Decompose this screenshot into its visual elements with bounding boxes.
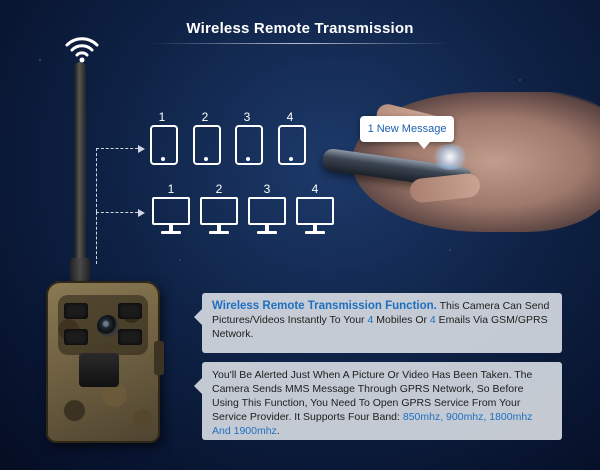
monitor-icon [296, 197, 336, 237]
feature-heading: Wireless Remote Transmission Function. [212, 300, 437, 312]
tablet-icon [150, 125, 178, 165]
camera-lens [97, 315, 119, 337]
feature-text: This Camera Can Send Pictures/Videos Ins… [212, 300, 550, 326]
ir-led-panel [64, 329, 88, 345]
screen-glow [430, 144, 470, 170]
alert-text: You'll Be Alerted Just When A Picture Or… [212, 369, 533, 423]
email-count: 4 [429, 314, 436, 326]
new-message-bubble: 1 New Message [360, 116, 454, 149]
camera-latch [154, 341, 164, 375]
connector-line [96, 148, 138, 149]
monitor-icon [248, 197, 288, 237]
pir-sensor [79, 353, 119, 387]
camera-front-panel [58, 295, 148, 355]
alert-text: . [276, 425, 280, 437]
page-title: Wireless Remote Transmission [186, 20, 414, 37]
ir-led-panel [118, 329, 142, 345]
monitor-icon [152, 197, 192, 237]
connector-line [96, 212, 97, 264]
title-underline [150, 43, 450, 44]
mobile-label: 2 [201, 110, 209, 124]
connector-line [96, 148, 97, 212]
mobile-label: 4 [286, 110, 294, 124]
mobile-label: 1 [158, 110, 166, 124]
camera-antenna [74, 62, 86, 287]
mobile-label: 3 [243, 110, 251, 124]
feature-text: Emails Via GSM/GPRS Network. [212, 314, 548, 340]
tablet-icon [278, 125, 306, 165]
ir-led-panel [118, 303, 142, 319]
computer-label: 4 [311, 182, 319, 196]
feature-text: Mobiles Or [373, 314, 430, 326]
tablet-icon [235, 125, 263, 165]
connector-line [96, 212, 138, 213]
trail-camera [46, 281, 164, 443]
computer-label: 2 [215, 182, 223, 196]
tablet-icon [193, 125, 221, 165]
mobile-count: 4 [367, 314, 374, 326]
supported-bands: 850mhz, 900mhz, 1800mhz And 1900mhz [212, 411, 533, 437]
arrow-right-icon [138, 145, 145, 153]
computer-label: 3 [263, 182, 271, 196]
wifi-icon [65, 37, 99, 63]
ir-led-panel [64, 303, 88, 319]
antenna-base [70, 258, 90, 284]
arrow-right-icon [138, 209, 145, 217]
feature-description-box: Wireless Remote Transmission Function. T… [194, 293, 562, 353]
computer-label: 1 [167, 182, 175, 196]
alert-description-box: You'll Be Alerted Just When A Picture Or… [194, 362, 562, 440]
monitor-icon [200, 197, 240, 237]
